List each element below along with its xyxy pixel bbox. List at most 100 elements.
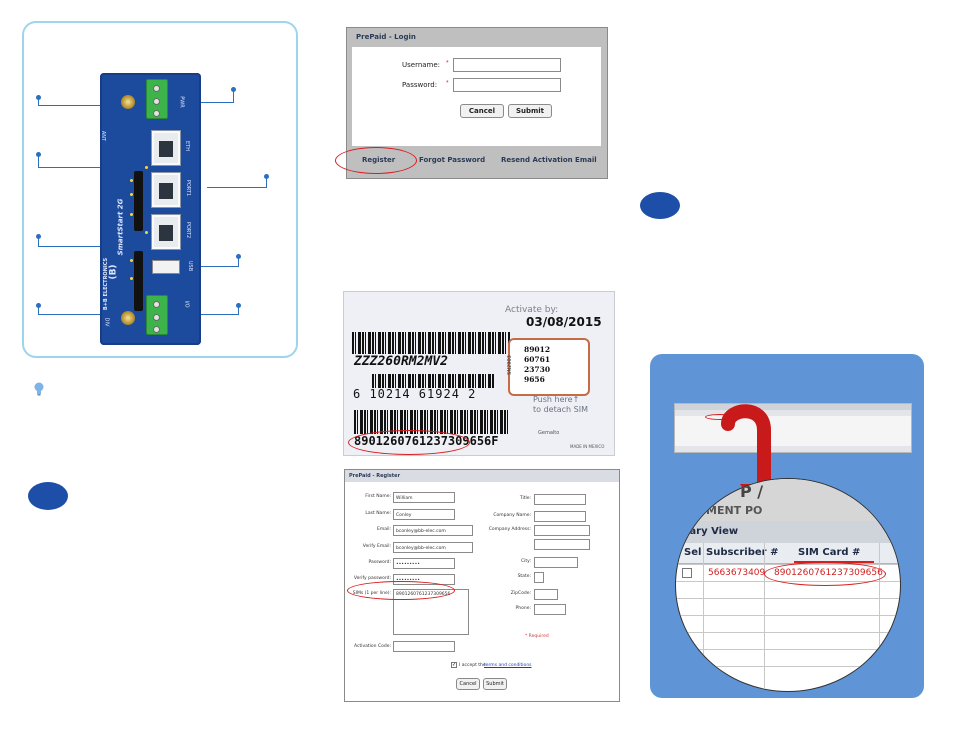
company-address-input[interactable] <box>534 525 590 536</box>
first-name-input[interactable]: William <box>393 492 455 503</box>
callout-line <box>238 258 239 267</box>
led <box>130 193 133 196</box>
table-row <box>676 649 900 667</box>
terms-link[interactable]: terms and conditions <box>484 663 532 668</box>
phone-label: Phone: <box>515 606 531 611</box>
required-mark: * <box>446 60 449 67</box>
activation-code-label: Activation Code: <box>354 644 391 649</box>
register-title: PrePaid - Register <box>345 470 619 482</box>
port-label-port2: PORT2 <box>185 221 192 239</box>
activation-code-input[interactable] <box>393 641 455 652</box>
sim-number-highlight <box>764 562 886 586</box>
screw <box>153 326 160 333</box>
led <box>130 259 133 262</box>
step-badge <box>640 192 680 219</box>
push-line: to detach SIM <box>533 405 588 414</box>
resend-activation-link[interactable]: Resend Activation Email <box>501 156 597 164</box>
port2-port <box>152 215 180 249</box>
state-input[interactable] <box>534 572 544 583</box>
callout-dot <box>36 234 41 239</box>
verify-email-label: Verify Email: <box>362 544 391 549</box>
step-badge <box>28 482 68 510</box>
callout-line <box>188 266 239 267</box>
login-title: PrePaid - Login <box>356 33 416 41</box>
city-input[interactable] <box>534 557 578 568</box>
activate-by-label: Activate by: <box>505 305 559 315</box>
title-input[interactable] <box>534 494 586 505</box>
zoom-banner: P / MENT PO <box>676 479 900 521</box>
sim-code: ZZZ260RM2MV2 <box>354 354 448 369</box>
accept-checkbox[interactable]: ✓ <box>451 662 457 668</box>
table-header: Sel Subscriber # SIM Card # <box>676 543 900 691</box>
row-select-checkbox[interactable] <box>682 568 692 578</box>
callout-dot <box>36 303 41 308</box>
sim-chip <box>508 338 590 396</box>
made-in-text: MADE IN MEXICO <box>570 444 605 449</box>
submit-button[interactable]: Submit <box>508 104 552 118</box>
screw <box>153 85 160 92</box>
col-divider <box>703 543 704 691</box>
led <box>145 166 148 169</box>
accept-text: I accept the <box>459 663 486 668</box>
thumb-footer <box>675 446 911 452</box>
lightbulb-icon <box>34 382 44 396</box>
power-terminal <box>146 79 168 119</box>
sims-highlight <box>347 581 455 600</box>
summary-zoom-view: P / MENT PO mary View Sel Subscriber # S… <box>675 478 901 692</box>
username-label: Username: <box>402 61 441 69</box>
brand-logo: (B) <box>108 264 119 280</box>
password-input[interactable] <box>453 78 561 92</box>
register-highlight <box>335 147 417 174</box>
table-row <box>676 598 900 616</box>
password-label: Password: <box>368 560 391 565</box>
callout-line <box>266 178 267 188</box>
chip-number: 89012 60761 23730 9656 <box>524 345 550 385</box>
first-name-label: First Name: <box>365 494 391 499</box>
screw <box>153 110 160 117</box>
email-input[interactable]: bconley@bb-elec.com <box>393 525 473 536</box>
push-line: Push here↑ <box>533 395 580 404</box>
led <box>145 231 148 234</box>
verify-email-input[interactable]: bconley@bb-elec.com <box>393 542 473 553</box>
zipcode-input[interactable] <box>534 589 558 600</box>
screw <box>153 98 160 105</box>
col-sel: Sel <box>684 547 702 558</box>
port-label-div: DIV <box>103 317 110 327</box>
thumb-columns <box>675 410 911 416</box>
forgot-password-link[interactable]: Forgot Password <box>419 156 486 164</box>
register-submit-button[interactable]: Submit <box>483 678 507 690</box>
company-name-input[interactable] <box>534 511 586 522</box>
title-label: Title: <box>519 496 531 501</box>
callout-line <box>38 246 138 247</box>
callout-line <box>207 187 267 188</box>
barcode <box>372 374 494 388</box>
username-input[interactable] <box>453 58 561 72</box>
callout-line <box>38 314 113 315</box>
led <box>130 213 133 216</box>
last-name-label: Last Name: <box>365 511 391 516</box>
email-label: Email: <box>376 527 391 532</box>
barcode <box>352 332 510 354</box>
port-label-eth: ETH <box>183 141 190 151</box>
screw <box>153 301 160 308</box>
push-here-text: Push here↑ to detach SIM <box>533 395 588 415</box>
cancel-button[interactable]: Cancel <box>460 104 504 118</box>
callout-dot <box>36 152 41 157</box>
col-subscriber: Subscriber # <box>706 547 779 558</box>
password-input[interactable]: ••••••••• <box>393 558 455 569</box>
table-row <box>676 615 900 633</box>
activate-by-date: 03/08/2015 <box>526 315 602 329</box>
phone-input[interactable] <box>534 604 566 615</box>
company-address-input-2[interactable] <box>534 539 590 550</box>
io-terminal <box>146 295 168 335</box>
col-divider <box>764 543 765 691</box>
city-label: City: <box>520 559 531 564</box>
callout-line <box>233 91 234 103</box>
last-name-input[interactable]: Conley <box>393 509 455 520</box>
port-label-ant: ANT <box>100 130 107 142</box>
callout-line <box>175 314 239 315</box>
register-cancel-button[interactable]: Cancel <box>456 678 480 690</box>
required-note: * Required <box>525 634 549 639</box>
screw <box>153 314 160 321</box>
callout-line <box>38 167 138 168</box>
